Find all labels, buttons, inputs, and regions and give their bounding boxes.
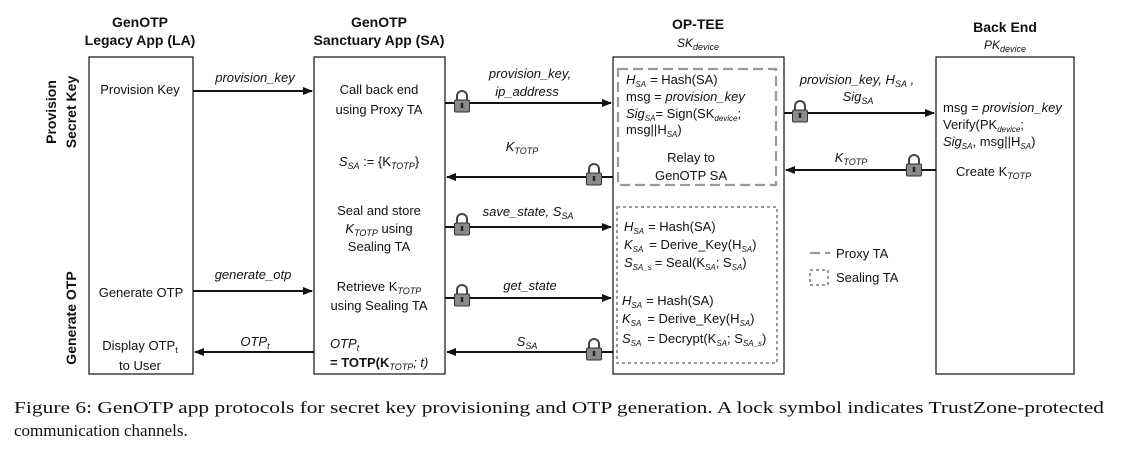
label-generate-otp: generate_otp [215, 267, 292, 282]
sa-retrieve-2: using Sealing TA [330, 298, 427, 313]
sa-seal-1: Seal and store [337, 203, 421, 218]
sa-seal-3: Sealing TA [348, 239, 411, 254]
tee-proxy-sign: SigSA= Sign(SKdevice; [626, 106, 741, 123]
sa-otp-2: = TOTP(KTOTP; t) [330, 355, 428, 372]
tee-seal-hash: HSA= Hash(SA) [624, 219, 716, 236]
section-provision-line1: Provision [43, 80, 59, 144]
label-provision-key-ip-2: ip_address [495, 84, 559, 99]
sa-retrieve-1: Retrieve KTOTP [337, 279, 422, 296]
legend-sealing-swatch [809, 269, 829, 286]
la-to-user: to User [119, 358, 162, 373]
be-create-key: Create KTOTP [956, 164, 1031, 181]
legend-sealing-label: Sealing TA [836, 270, 899, 285]
sa-title-2: Sanctuary App (SA) [314, 32, 445, 48]
proxy-ta-region [616, 67, 778, 187]
label-tee-to-sa-ktotp: KTOTP [506, 139, 539, 156]
la-generate-otp: Generate OTP [99, 285, 184, 300]
op-tee-column [612, 56, 785, 375]
lock-icon [453, 213, 471, 236]
tee-relay-1: Relay to [667, 150, 715, 165]
tee-proxy-hash: HSA= Hash(SA) [626, 72, 718, 89]
tee-seal-seal: SSA_s= Seal(KSA; SSA) [624, 255, 747, 272]
tee-get-derive: KSA= Derive_Key(HSA) [622, 311, 754, 328]
section-generate-otp: Generate OTP [63, 271, 79, 364]
be-subtitle: PKdevice [984, 38, 1026, 54]
label-tee-to-sa-state: SSA [517, 334, 538, 351]
tee-get-decrypt: SSA= Decrypt(KSA; SSA_s) [622, 331, 766, 348]
tee-proxy-msg: msg = provision_key [626, 89, 746, 104]
la-title-1: GenOTP [112, 14, 168, 30]
sanctuary-app-column [313, 56, 446, 375]
sa-otp-1: OTPt [330, 336, 360, 353]
tee-proxy-sign-2: msg||HSA) [626, 122, 682, 139]
la-display-otp: Display OTPt [102, 338, 178, 355]
be-verify: Verify(PKdevice; [943, 117, 1024, 134]
label-provision-key: provision_key [214, 70, 296, 85]
tee-title: OP-TEE [672, 16, 724, 32]
sa-call-back-end-1: Call back end [340, 82, 419, 97]
la-provision-key: Provision Key [100, 82, 180, 97]
lock-icon [791, 100, 809, 123]
section-provision-line2: Secret Key [63, 76, 79, 149]
sa-seal-2: KTOTP using [345, 221, 412, 238]
label-provision-key-ip-1: provision_key, [488, 66, 571, 81]
legend-proxy-label: Proxy TA [836, 246, 889, 261]
label-save-state: save_state, SSA [483, 204, 574, 221]
figure-caption-line2: communication channels. [14, 421, 188, 440]
label-tee-to-be-2: SigSA [843, 89, 874, 106]
sa-title-1: GenOTP [351, 14, 407, 30]
label-otp-t: OTPt [240, 334, 270, 351]
back-end-column [935, 56, 1075, 375]
tee-relay-2: GenOTP SA [655, 168, 727, 183]
lock-icon [585, 163, 603, 186]
figure-caption-line1: Figure 6: GenOTP app protocols for secre… [14, 398, 1105, 417]
sa-assign-state: SSA := {KTOTP} [339, 154, 420, 171]
label-get-state: get_state [503, 278, 557, 293]
lock-icon [453, 90, 471, 113]
label-tee-to-be-1: provision_key, HSA , [799, 72, 914, 89]
tee-subtitle: SKdevice [677, 36, 719, 52]
be-msg: msg = provision_key [943, 100, 1063, 115]
lock-icon [453, 284, 471, 307]
label-be-to-tee-ktotp: KTOTP [835, 150, 868, 167]
sealing-ta-region [616, 206, 778, 364]
lock-icon [905, 154, 923, 177]
la-title-2: Legacy App (LA) [85, 32, 196, 48]
sa-call-back-end-2: using Proxy TA [336, 102, 423, 117]
tee-seal-derive: KSA= Derive_Key(HSA) [624, 237, 756, 254]
lock-icon [585, 338, 603, 361]
be-title: Back End [973, 19, 1037, 35]
tee-get-hash: HSA= Hash(SA) [622, 293, 714, 310]
legacy-app-column [88, 56, 194, 375]
be-verify-2: SigSA, msg||HSA) [943, 134, 1035, 151]
